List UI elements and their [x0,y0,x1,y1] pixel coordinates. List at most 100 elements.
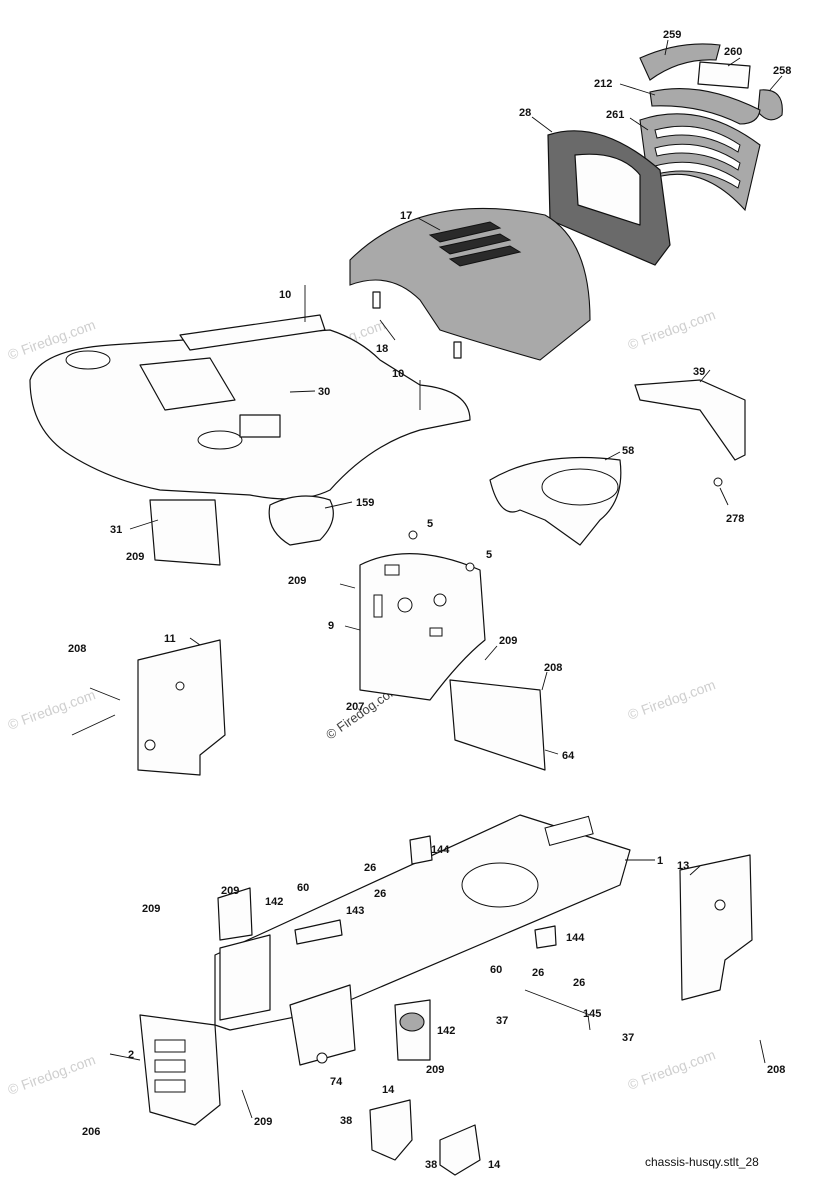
callout-208-right: 208 [767,1064,785,1076]
part-18-bumper-lower [453,341,462,359]
callout-209-frame-right: 209 [426,1064,444,1076]
part-145-rod [524,989,591,1016]
callout-58: 58 [622,445,634,457]
callout-208-dash: 208 [544,662,562,674]
callout-9: 9 [328,620,334,632]
callout-60-lower: 60 [490,964,502,976]
callout-17: 17 [400,210,412,222]
callout-38-bottom: 38 [425,1159,437,1171]
rear-plate-slot [154,1059,186,1073]
callout-64: 64 [562,750,575,762]
dash-light-switch [429,627,443,637]
callout-26-c: 26 [532,967,544,979]
side-panel-hole [175,681,185,691]
hood-vents [428,221,522,267]
callout-142-right: 142 [437,1025,455,1037]
dash-gauge-slot [384,564,400,576]
callout-10-lower: 10 [392,368,404,380]
callout-207: 207 [346,701,364,713]
callout-28: 28 [519,107,531,119]
callout-212: 212 [594,78,612,90]
callout-26-d: 26 [573,977,585,989]
part-11-side-panel [71,639,226,776]
shroud-opening [541,468,619,506]
callout-30: 30 [318,386,330,398]
callout-26-a: 26 [364,862,376,874]
part-64-dash-bracket [449,679,546,771]
callout-14-lower: 14 [488,1159,501,1171]
dash-knob [433,593,447,607]
part-212-lens [649,88,761,125]
hood-front-opening [574,153,641,226]
diagram-filename: chassis-husqy.stlt_28 [645,1155,759,1169]
frame-rear-plate [219,934,271,1021]
part-261-grille [639,113,761,212]
cupholder-right [197,430,243,450]
callout-258: 258 [773,65,791,77]
rear-plate-slot [154,1079,186,1093]
callout-142-left: 142 [265,896,283,908]
frame-front-slot [544,815,594,846]
callout-144-upper: 144 [431,844,450,856]
dash-panel-assembly [359,530,546,771]
fender-console [239,414,281,438]
callout-26-b: 26 [374,888,386,900]
callout-2: 2 [128,1049,134,1061]
part-142-bracket-left [217,887,253,941]
hood-grille-assembly [349,43,783,361]
callout-labels: 259 260 258 212 28 261 17 10 18 30 10 39… [68,29,791,1171]
part-18-bumper-upper [372,291,381,309]
frame-assembly [139,814,753,1176]
callout-31: 31 [110,524,122,536]
side-panel-right-hole [714,899,726,911]
callout-261: 261 [606,109,624,121]
callout-144-lower: 144 [566,932,585,944]
callout-18: 18 [376,343,388,355]
part-259-trim [639,43,721,81]
callout-259: 259 [663,29,681,41]
part-38-bracket-right [439,1124,481,1176]
part-31-bracket [149,499,221,566]
callout-38-left: 38 [340,1115,352,1127]
callout-37-right: 37 [622,1032,634,1044]
callout-10-upper: 10 [279,289,291,301]
callout-5-left: 5 [427,518,433,530]
callout-14-upper: 14 [382,1084,395,1096]
dash-throttle-slot [373,594,383,618]
watermark-right-top: © Firedog.com [626,306,718,353]
fender-rear-strip [179,314,326,351]
callout-159: 159 [356,497,374,509]
callout-5-right: 5 [486,549,492,561]
callout-209-fender: 209 [126,551,144,563]
callout-145: 145 [583,1008,601,1020]
part-278-screw [713,477,723,487]
watermark-left-middle: © Firedog.com [6,686,98,733]
callout-39: 39 [693,366,705,378]
right-brackets [489,379,746,546]
bolt-208-lower [71,714,116,736]
grille-slots [654,125,741,189]
callout-60-upper: 60 [297,882,309,894]
callout-278: 278 [726,513,744,525]
callout-209-dash: 209 [288,575,306,587]
callout-37-left: 37 [496,1015,508,1027]
watermark-left-bottom: © Firedog.com [6,1051,98,1098]
part-159-tray [268,495,334,546]
part-258-emblem [757,89,783,121]
rear-plate-slot [154,1039,186,1053]
side-panel-hole [144,739,156,751]
bolt-208-upper [89,687,121,701]
callout-209-frame-top: 209 [221,885,239,897]
part-13-side-panel-right [679,854,753,1001]
callout-260: 260 [724,46,742,58]
callout-143: 143 [346,905,364,917]
part-143-plate [294,919,343,945]
callout-209-dash-right: 209 [499,635,517,647]
screw-5b [465,562,475,572]
part-144-bracket-lower [534,925,557,949]
callout-209-rear: 209 [254,1116,272,1128]
frame-rear-plate-2 [289,984,356,1066]
watermark-right-middle: © Firedog.com [626,676,718,723]
frame-center-opening [461,862,539,908]
